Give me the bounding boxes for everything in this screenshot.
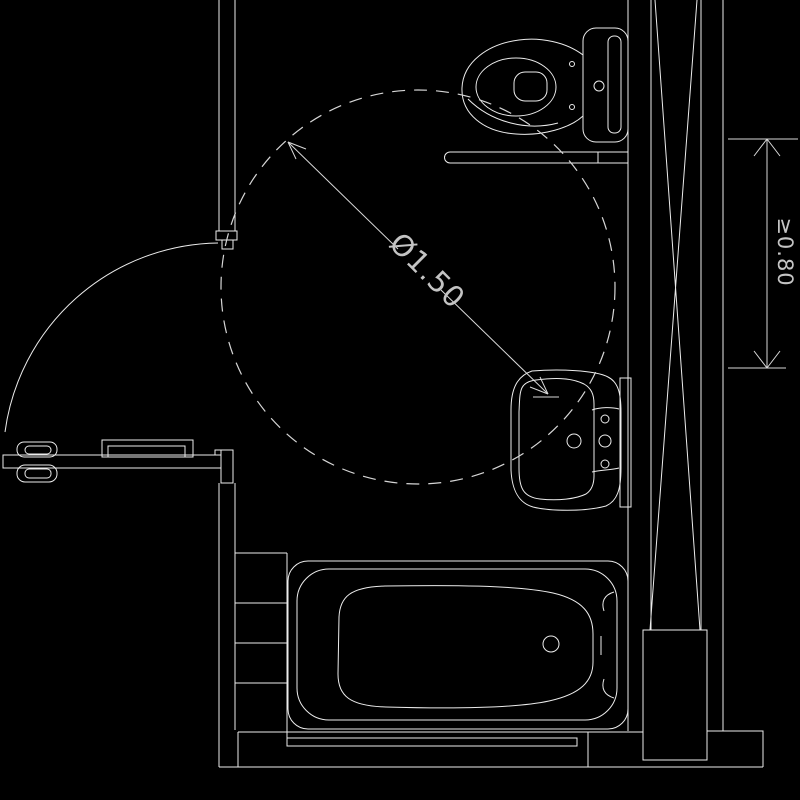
- faucet-icon: [598, 434, 612, 448]
- seat-bolt-icon: [569, 104, 575, 110]
- seat-bolt-icon: [569, 61, 575, 67]
- door-leaf-step: [214, 449, 221, 455]
- door-plate: [101, 439, 194, 458]
- door-leaf: [2, 454, 222, 469]
- tub-apron-band: [237, 731, 643, 767]
- column-pier: [642, 629, 708, 761]
- bathtub-drain-icon: [542, 635, 560, 653]
- tap-hole-icon: [600, 459, 610, 469]
- toilet-lid-curve: [467, 98, 559, 127]
- bathtub-rim-inner: [296, 568, 618, 721]
- door-handle-inner: [24, 445, 52, 455]
- clearance-label: ≥0.80: [773, 217, 797, 286]
- door-jamb-top: [215, 230, 238, 250]
- door-jamb-bottom: [220, 449, 234, 484]
- door-swing-arc: [4, 242, 219, 433]
- toilet-bowl-inner: [513, 71, 548, 102]
- toilet-grab-bar-symbol: [444, 151, 628, 164]
- shaft-hatch: [649, 0, 701, 631]
- arrowhead-icon: [287, 141, 307, 160]
- dimension-lines: [728, 138, 798, 369]
- turning-circle-dimension: Ø1.50: [220, 89, 616, 485]
- door-handle-icon: [16, 464, 58, 483]
- turning-circle: [220, 89, 616, 485]
- turning-circle-label: Ø1.50: [383, 226, 472, 315]
- washbasin-deck-lines: [591, 407, 620, 473]
- washbasin-backsplash: [619, 377, 632, 508]
- door-with-swing-arc-symbol: [2, 242, 222, 483]
- bathtub-basin: [337, 585, 594, 709]
- flush-button-icon: [593, 80, 605, 92]
- wall-right: [627, 0, 724, 731]
- bathtub-rim-notches: [602, 591, 615, 699]
- door-handle-icon: [16, 441, 58, 458]
- wall-top-left: [218, 0, 236, 231]
- arrowhead-icon: [753, 138, 781, 157]
- washbasin-outer: [510, 369, 622, 511]
- clearance-dimension: ≥0.80: [728, 138, 798, 369]
- diameter-line: [287, 141, 549, 395]
- walls: [215, 0, 764, 768]
- washbasin-symbol: [510, 369, 632, 511]
- arrowhead-icon: [753, 350, 781, 369]
- bathtub-rim-outer: [287, 560, 629, 730]
- door-handle-inner: [24, 468, 52, 479]
- cistern-lid-ridge: [607, 35, 622, 134]
- wall-step-bottom-right: [707, 730, 764, 767]
- drain-icon: [566, 433, 582, 449]
- toilet-bowl-outer: [461, 38, 584, 135]
- arrowhead-icon: [529, 376, 559, 398]
- bathtub-symbol: [235, 552, 643, 767]
- toilet-with-cistern-symbol: [461, 27, 629, 143]
- washbasin-bowl: [518, 378, 595, 501]
- door-plate-inner: [107, 445, 186, 458]
- tap-hole-icon: [600, 414, 610, 424]
- grab-bar: [444, 151, 628, 164]
- toilet-seat: [475, 57, 557, 117]
- tub-apron-strip: [286, 737, 578, 747]
- wall-bottom-left: [218, 483, 236, 767]
- tub-side-ledge: [235, 552, 288, 738]
